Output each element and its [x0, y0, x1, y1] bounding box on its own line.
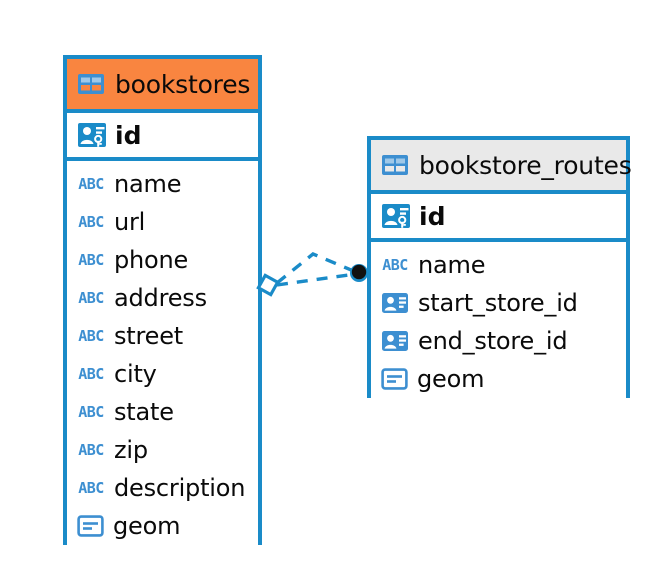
- field-label: start_store_id: [418, 289, 578, 317]
- field-label: url: [114, 208, 146, 236]
- field-label: state: [114, 398, 174, 426]
- field-row[interactable]: ABC phone: [67, 241, 258, 279]
- field-label: name: [114, 170, 182, 198]
- entity-header-bookstore-routes[interactable]: bookstore_routes: [371, 140, 632, 194]
- abc-text-icon: ABC: [78, 364, 104, 383]
- field-row[interactable]: ABC state: [67, 393, 258, 431]
- field-row[interactable]: end_store_id: [371, 322, 626, 360]
- abc-text-icon: ABC: [78, 326, 104, 345]
- primary-key-icon: [77, 120, 107, 150]
- entity-bookstores[interactable]: bookstores id ABC name: [63, 55, 262, 545]
- abc-text-icon: ABC: [78, 212, 104, 231]
- field-label: address: [114, 284, 207, 312]
- table-grid-icon: [77, 72, 105, 96]
- field-row[interactable]: geom: [67, 507, 258, 545]
- field-label: geom: [417, 365, 485, 393]
- entity-title: bookstores: [115, 69, 251, 99]
- field-row[interactable]: ABC street: [67, 317, 258, 355]
- abc-text-icon: ABC: [78, 402, 104, 421]
- primary-key-label: id: [419, 201, 446, 231]
- relationship-connector: [256, 252, 368, 297]
- abc-text-icon: ABC: [78, 174, 104, 193]
- field-list-bookstore-routes: ABC name start_store_id: [371, 242, 626, 398]
- field-label: geom: [113, 512, 181, 540]
- field-row[interactable]: ABC name: [67, 165, 258, 203]
- field-row[interactable]: ABC name: [371, 246, 626, 284]
- field-row[interactable]: ABC description: [67, 469, 258, 507]
- geometry-icon: [77, 514, 104, 538]
- foreign-key-icon: [381, 291, 409, 315]
- abc-text-icon: ABC: [382, 255, 408, 274]
- field-label: end_store_id: [418, 327, 568, 355]
- field-list-bookstores: ABC name ABC url ABC phone ABC address A…: [67, 161, 258, 545]
- field-row[interactable]: ABC city: [67, 355, 258, 393]
- field-row[interactable]: ABC address: [67, 279, 258, 317]
- field-row[interactable]: ABC zip: [67, 431, 258, 469]
- relationship-line-upper: [275, 252, 357, 285]
- primary-key-label: id: [115, 120, 142, 150]
- field-label: street: [114, 322, 183, 350]
- abc-text-icon: ABC: [78, 250, 104, 269]
- table-grid-icon: [381, 153, 409, 177]
- abc-text-icon: ABC: [78, 288, 104, 307]
- field-label: zip: [114, 436, 148, 464]
- field-row[interactable]: ABC url: [67, 203, 258, 241]
- foreign-key-icon: [381, 329, 409, 353]
- entity-bookstore-routes[interactable]: bookstore_routes id ABC name: [367, 136, 632, 398]
- entity-title: bookstore_routes: [419, 150, 632, 180]
- abc-text-icon: ABC: [78, 440, 104, 459]
- field-row[interactable]: geom: [371, 360, 626, 398]
- field-label: name: [418, 251, 486, 279]
- field-row[interactable]: start_store_id: [371, 284, 626, 322]
- primary-key-row[interactable]: id: [371, 194, 626, 242]
- abc-text-icon: ABC: [78, 478, 104, 497]
- relationship-line-lower: [276, 272, 357, 287]
- entity-header-bookstores[interactable]: bookstores: [67, 59, 258, 113]
- primary-key-icon: [381, 201, 411, 231]
- field-label: phone: [114, 246, 189, 274]
- filled-circle-marker: [350, 264, 368, 282]
- geometry-icon: [381, 367, 408, 391]
- primary-key-row[interactable]: id: [67, 113, 258, 161]
- field-label: city: [114, 360, 157, 388]
- field-label: description: [114, 474, 246, 502]
